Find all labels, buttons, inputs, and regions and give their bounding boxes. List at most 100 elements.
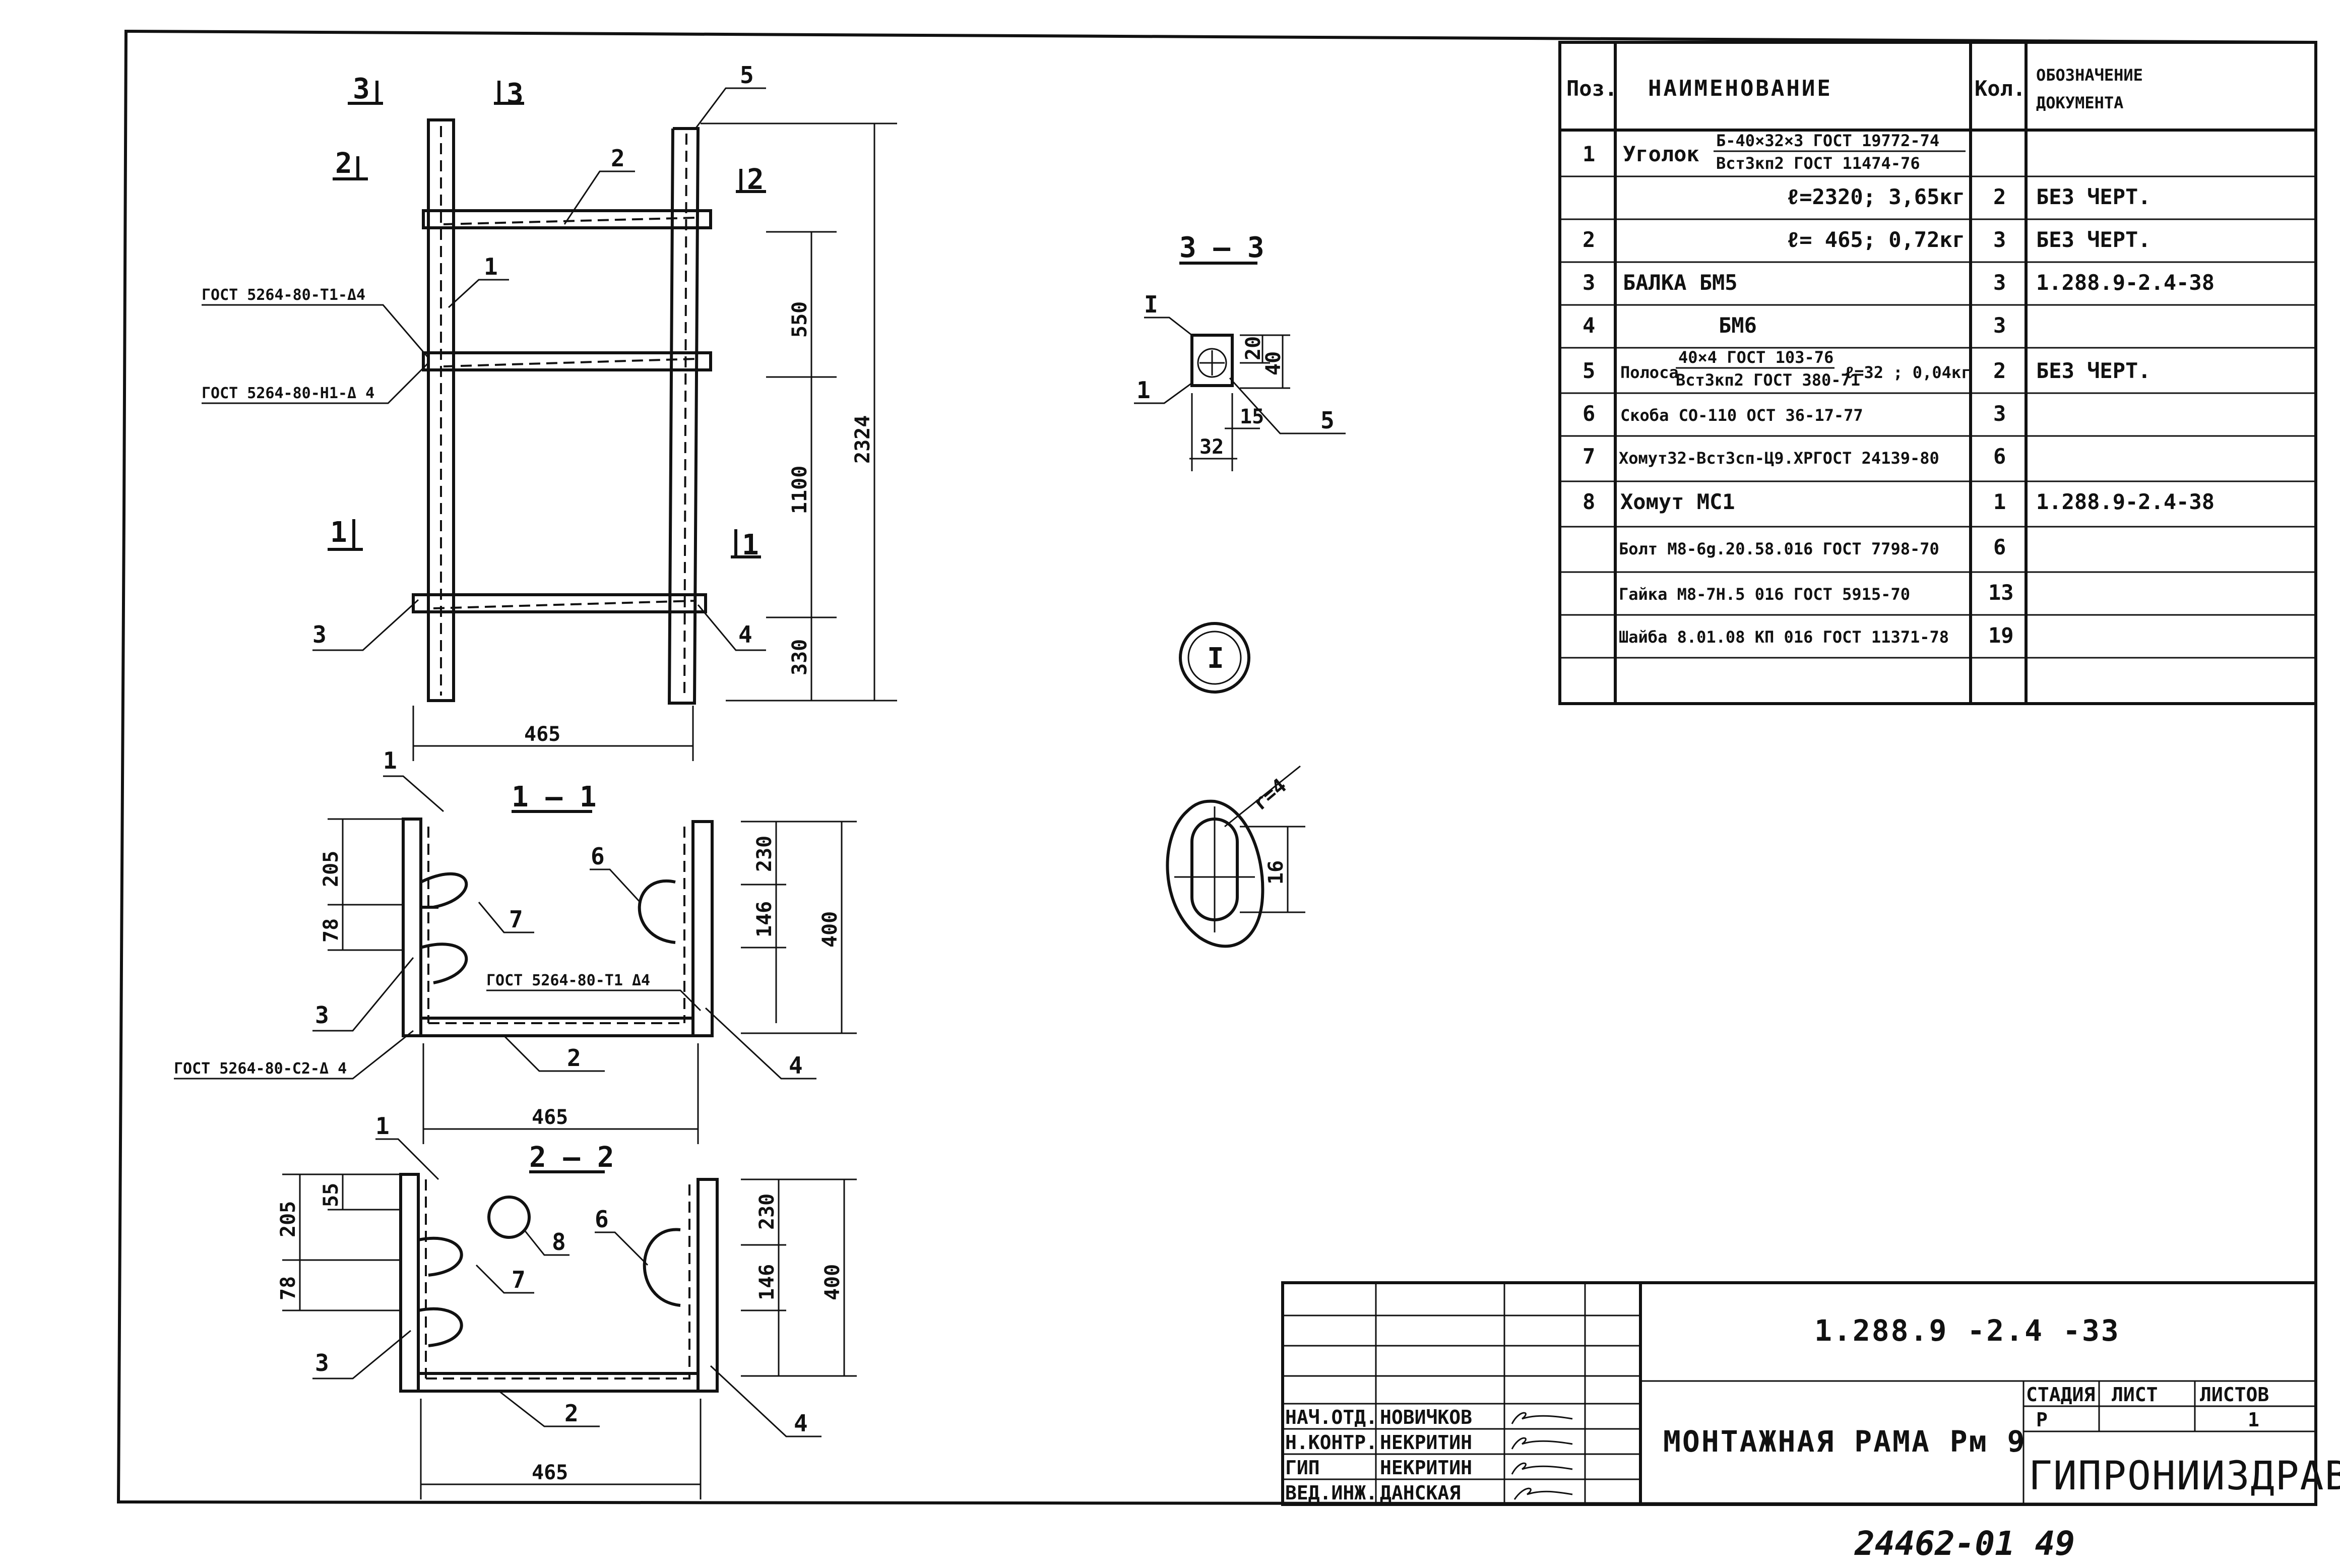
spec-row5-pos: 5	[1583, 358, 1595, 383]
stamp-number: 24462-01 49	[1854, 1524, 2075, 1563]
spec-row1a-qty: 2	[1993, 184, 2006, 209]
weld-note-mid: ГОСТ 5264-80-Н1-Δ 4	[202, 385, 374, 402]
spec-row5-suffix: ℓ=32 ; 0,04кг	[1845, 363, 1971, 382]
s22-pos-8: 8	[552, 1228, 566, 1256]
main-view: 3 3 2 2 1 1 5 2 1 3 4 ГОСТ 5264-80-Т1-Δ4…	[202, 61, 897, 761]
s22-dim-78: 78	[277, 1276, 300, 1300]
s22-dim-146: 146	[755, 1264, 779, 1300]
section-1-1: 1 — 1 1 7 6 3 2 4 ГОСТ 5264-80-Т1 Δ4 ГОС…	[174, 747, 857, 1144]
s33-dim-20: 20	[1242, 336, 1265, 360]
s22-pos-1: 1	[375, 1112, 390, 1140]
name-nach-otd: НОВИЧКОВ	[1380, 1406, 1472, 1428]
weld-note-top: ГОСТ 5264-80-Т1-Δ4	[202, 286, 365, 304]
title-block-stage-header: СТАДИЯ	[2026, 1384, 2095, 1406]
spec-row8-doc: 1.288.9-2.4-38	[2036, 489, 2215, 514]
title-block-stage: Р	[2036, 1409, 2048, 1431]
spec-row8-pos: 8	[1583, 489, 1595, 514]
spec-row6-qty: 3	[1993, 401, 2006, 426]
spec-row8-name: Хомут МС1	[1620, 489, 1735, 514]
spec-row9-qty: 6	[1993, 535, 2006, 559]
spec-header-doc-l1: ОБОЗНАЧЕНИЕ	[2036, 66, 2143, 85]
specification-table: Поз. НАИМЕНОВАНИЕ Кол. ОБОЗНАЧЕНИЕ ДОКУМ…	[1558, 41, 2317, 705]
s33-dim-40: 40	[1262, 351, 1285, 375]
s11-dim-205: 205	[320, 851, 343, 887]
spec-row5-qty: 2	[1993, 358, 2006, 383]
s22-pos-3: 3	[315, 1349, 329, 1376]
pos-4: 4	[738, 621, 752, 648]
s22-dim-205: 205	[277, 1201, 300, 1237]
s11-weld-c2: ГОСТ 5264-80-С2-Δ 4	[174, 1060, 347, 1078]
signatures	[1511, 1412, 1573, 1500]
title-block-sheet-header: ЛИСТ	[2112, 1384, 2158, 1406]
spec-header-qty: Кол.	[1975, 76, 2026, 101]
section-1-1-title: 1 — 1	[512, 781, 597, 813]
cut-mark-2-right: 2	[747, 163, 764, 196]
spec-row5-frac-bot: Вст3кп2 ГОСТ 380-71	[1676, 370, 1860, 390]
s33-pos-1: 1	[1136, 377, 1151, 404]
section-2-2: 2 — 2 1 8 7 6 3 2 4 205 78	[277, 1112, 857, 1499]
s22-pos-2: 2	[564, 1400, 579, 1427]
s22-dim-465: 465	[532, 1461, 568, 1484]
spec-row8-qty: 1	[1993, 489, 2006, 514]
spec-row6-name: Скоба СО-110 ОСТ 36-17-77	[1620, 406, 1863, 425]
role-n-kontr: Н.КОНТР.	[1285, 1431, 1377, 1454]
pos-5: 5	[740, 61, 754, 89]
section-3-3-title: 3 — 3	[1179, 231, 1264, 264]
s33-dim-15: 15	[1240, 405, 1264, 428]
s11-pos-6: 6	[591, 843, 605, 870]
cut-mark-3-right: 3	[507, 78, 524, 110]
role-ved-inzh: ВЕД.ИНЖ.	[1285, 1482, 1377, 1504]
title-block: 1.288.9 -2.4 -33 МОНТАЖНАЯ РАМА Рм 9 СТА…	[1281, 1281, 2340, 1506]
name-gip: НЕКРИТИН	[1380, 1457, 1472, 1479]
s11-pos-2: 2	[567, 1044, 581, 1072]
spec-row7-name: Хомут32-Вст3сп-Ц9.ХРГОСТ 24139-80	[1619, 449, 1939, 468]
s11-weld-t1: ГОСТ 5264-80-Т1 Δ4	[486, 972, 650, 989]
spec-row4-name: БМ6	[1719, 313, 1757, 338]
spec-row3-qty: 3	[1993, 270, 2006, 295]
dim-465-main: 465	[524, 723, 560, 746]
spec-row3-doc: 1.288.9-2.4-38	[2036, 270, 2215, 295]
s22-pos-7: 7	[512, 1266, 526, 1293]
pos-1: 1	[484, 253, 498, 280]
s11-dim-78: 78	[320, 918, 343, 943]
section-3-3: 3 — 3 I 1 5 20 40 15 32	[1134, 231, 1346, 471]
name-n-kontr: НЕКРИТИН	[1380, 1431, 1472, 1454]
title-block-code: 1.288.9 -2.4 -33	[1814, 1313, 2120, 1348]
spec-row4-pos: 4	[1583, 313, 1595, 338]
s11-dim-400: 400	[818, 911, 842, 948]
s33-dim-32: 32	[1199, 435, 1224, 459]
title-block-sheets: 1	[2248, 1409, 2259, 1431]
pos-3: 3	[312, 621, 327, 648]
cut-mark-3-left: 3	[353, 73, 370, 105]
s11-dim-465: 465	[532, 1106, 568, 1129]
spec-row9-name: Болт М8-6g.20.58.016 ГОСТ 7798-70	[1619, 539, 1939, 558]
spec-row1-pos: 1	[1583, 142, 1595, 166]
spec-row2-pos: 2	[1583, 227, 1595, 252]
spec-header-doc-l2: ДОКУМЕНТА	[2036, 93, 2123, 112]
spec-row2-doc: БЕЗ ЧЕРТ.	[2036, 227, 2151, 252]
dim-330: 330	[788, 639, 811, 675]
spec-row7-qty: 6	[1993, 444, 2006, 469]
spec-row1a-name: ℓ=2320; 3,65кг	[1787, 184, 1965, 209]
s11-dim-146: 146	[753, 901, 776, 937]
title-block-sheets-header: ЛИСТОВ	[2200, 1384, 2269, 1406]
spec-row10-name: Гайка М8-7Н.5 016 ГОСТ 5915-70	[1619, 585, 1910, 604]
pos-2: 2	[611, 145, 625, 172]
cut-mark-1-right: 1	[742, 529, 759, 561]
dim-550: 550	[788, 301, 811, 338]
spec-row1-frac-top: Б-40×32×3 ГОСТ 19772-74	[1716, 131, 1939, 150]
spec-row1-name: Уголок	[1623, 142, 1699, 166]
detail-dim-16: 16	[1264, 860, 1288, 885]
s33-pos-5: 5	[1320, 407, 1335, 434]
role-gip: ГИП	[1285, 1457, 1320, 1479]
s11-pos-7: 7	[509, 906, 523, 933]
s22-pos-6: 6	[595, 1206, 609, 1233]
detail-node-label: I	[1207, 642, 1224, 675]
spec-row10-qty: 13	[1988, 580, 2014, 605]
spec-row11-qty: 19	[1988, 623, 2014, 648]
title-block-title: МОНТАЖНАЯ РАМА Рм 9	[1663, 1424, 2026, 1459]
spec-row6-pos: 6	[1583, 401, 1595, 426]
spec-row5-name: Полоса	[1620, 363, 1679, 382]
spec-row2-qty: 3	[1993, 227, 2006, 252]
